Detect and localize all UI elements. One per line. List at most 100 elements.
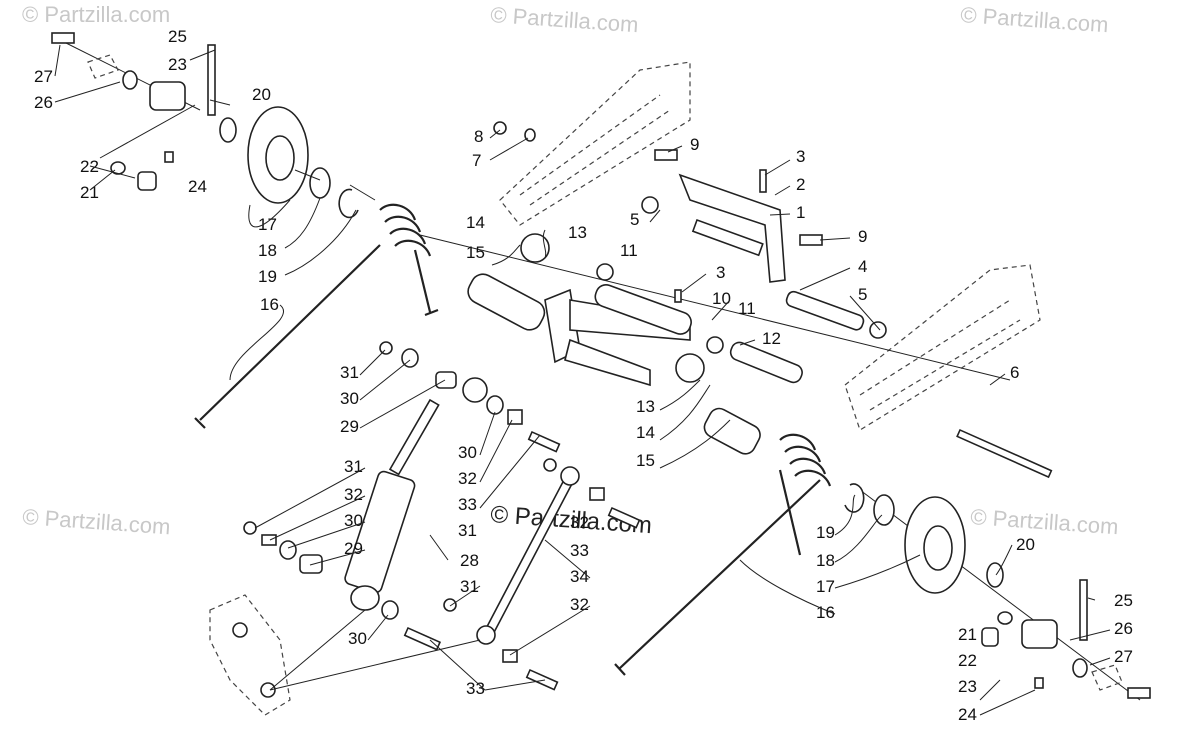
watermark: © Partzilla.com [490,2,640,37]
torsion-spring-right [614,433,832,676]
nut [543,458,557,472]
bushing [299,554,323,574]
bolt [607,506,641,529]
callout-label: 29 [344,539,363,558]
bearing [309,167,331,199]
callout-label: 21 [80,183,99,202]
watermark: © Partzilla.com [22,2,170,27]
callout-label: 19 [258,267,277,286]
callout-label: 25 [168,27,187,46]
bushing [706,336,724,354]
callout-label: 3 [716,263,725,282]
callout-label: 18 [816,551,835,570]
watermark: © Partzilla.com [22,504,172,539]
shock-absorber [344,377,488,611]
callout-label: 31 [460,577,479,596]
callout-label: 7 [472,151,481,170]
callout-label: 33 [458,495,477,514]
pin [759,169,767,193]
bracket-hole [232,622,248,638]
stopper [675,353,705,383]
callout-label: 30 [340,389,359,408]
callout-label: 27 [34,67,53,86]
bushing [641,196,659,214]
stopper [520,233,550,263]
rail-lower [844,264,1041,431]
shock-rod [388,398,440,476]
idler-assembly-upper [51,32,359,219]
callout-label: 15 [636,451,655,470]
callout-label: 29 [340,417,359,436]
link-eye [560,466,580,486]
callout-labels: 1 2 3 3 4 5 5 6 7 8 9 9 10 11 11 12 13 1… [34,27,1133,724]
callout-label: 20 [252,85,271,104]
callout-label: 34 [570,567,589,586]
bolt [51,32,75,44]
callout-label: 26 [1114,619,1133,638]
washer [279,540,297,560]
bolt [1127,687,1151,699]
callout-label: 4 [858,257,867,276]
shock-eye [462,377,488,403]
callout-label: 14 [636,423,655,442]
nut [379,341,393,355]
bushing [589,487,605,501]
callout-label: 24 [958,705,977,724]
shaft-assembly [419,121,1053,479]
link-eye [476,625,496,645]
callout-label: 33 [466,679,485,698]
bushing [507,409,523,425]
callout-label: 23 [168,55,187,74]
callout-label: 32 [570,595,589,614]
washer [486,395,504,415]
arm-tube [564,338,651,387]
callout-label: 31 [458,521,477,540]
bolt [654,149,678,161]
hardware [243,341,641,691]
bushing [122,70,138,90]
callout-label: 19 [816,523,835,542]
set-screw [1034,677,1044,689]
nut [493,121,507,135]
bushing [137,171,157,191]
rail-upper [499,61,691,226]
callout-label: 11 [620,241,638,260]
callout-label: 21 [958,625,977,644]
callout-label: 14 [466,213,485,232]
bushing [596,263,614,281]
callout-label: 30 [344,511,363,530]
callout-label: 3 [796,147,805,166]
callout-label: 20 [1016,535,1035,554]
spacer [219,117,237,143]
mounting-bracket [678,173,786,283]
callout-label: 26 [34,93,53,112]
bolt [525,668,559,691]
bracket-hole [260,682,276,698]
set-screw [164,151,174,163]
wheel-hub [923,525,953,571]
callout-label: 30 [458,443,477,462]
callout-label: 5 [630,210,639,229]
callout-label: 9 [690,135,699,154]
callout-label: 16 [260,295,279,314]
callout-label: 22 [958,651,977,670]
callout-label: 17 [816,577,835,596]
bolt [799,234,823,246]
callout-label: 1 [796,203,805,222]
callout-label: 27 [1114,647,1133,666]
pin [674,289,682,303]
link-rod [476,466,580,645]
callout-label: 23 [958,677,977,696]
axle-bracket [149,81,186,111]
callout-label: 13 [568,223,587,242]
axle-rod [785,290,865,331]
washer [997,611,1013,625]
callout-label: 5 [858,285,867,304]
cross-tube [594,284,692,335]
bolt [1079,579,1088,641]
callout-label: 9 [858,227,867,246]
snap-ring [844,483,865,513]
callout-label: 22 [80,157,99,176]
